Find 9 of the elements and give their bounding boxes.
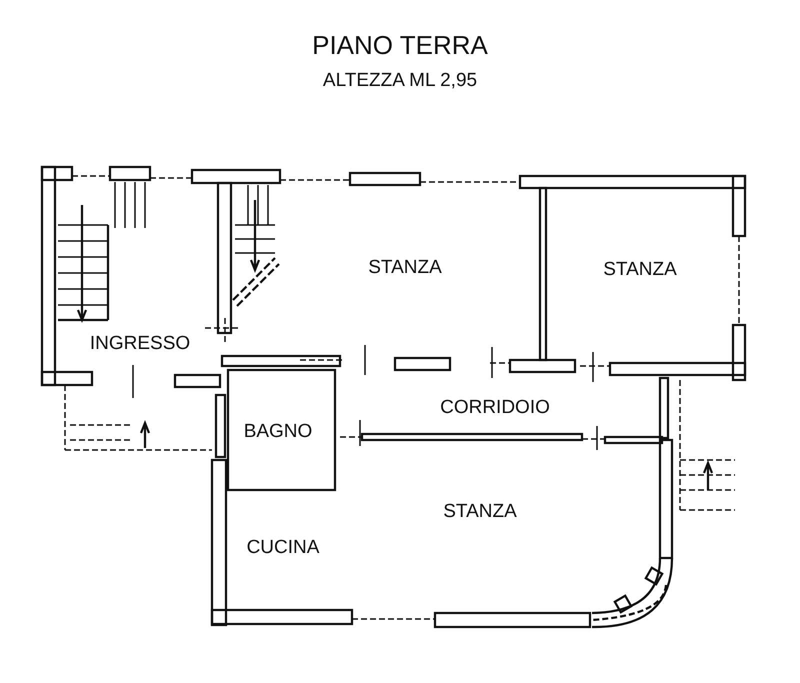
room-label: STANZA bbox=[443, 501, 517, 523]
room-label: STANZA bbox=[368, 257, 442, 279]
room-label: INGRESSO bbox=[90, 333, 190, 355]
room-label: STANZA bbox=[603, 259, 677, 281]
room-label: CUCINA bbox=[246, 537, 320, 559]
plan-title: PIANO TERRA bbox=[311, 30, 489, 61]
height-note: ALTEZZA ML 2,95 bbox=[322, 70, 478, 92]
room-label: BAGNO bbox=[244, 421, 312, 443]
room-label: CORRIDOIO bbox=[440, 397, 550, 419]
